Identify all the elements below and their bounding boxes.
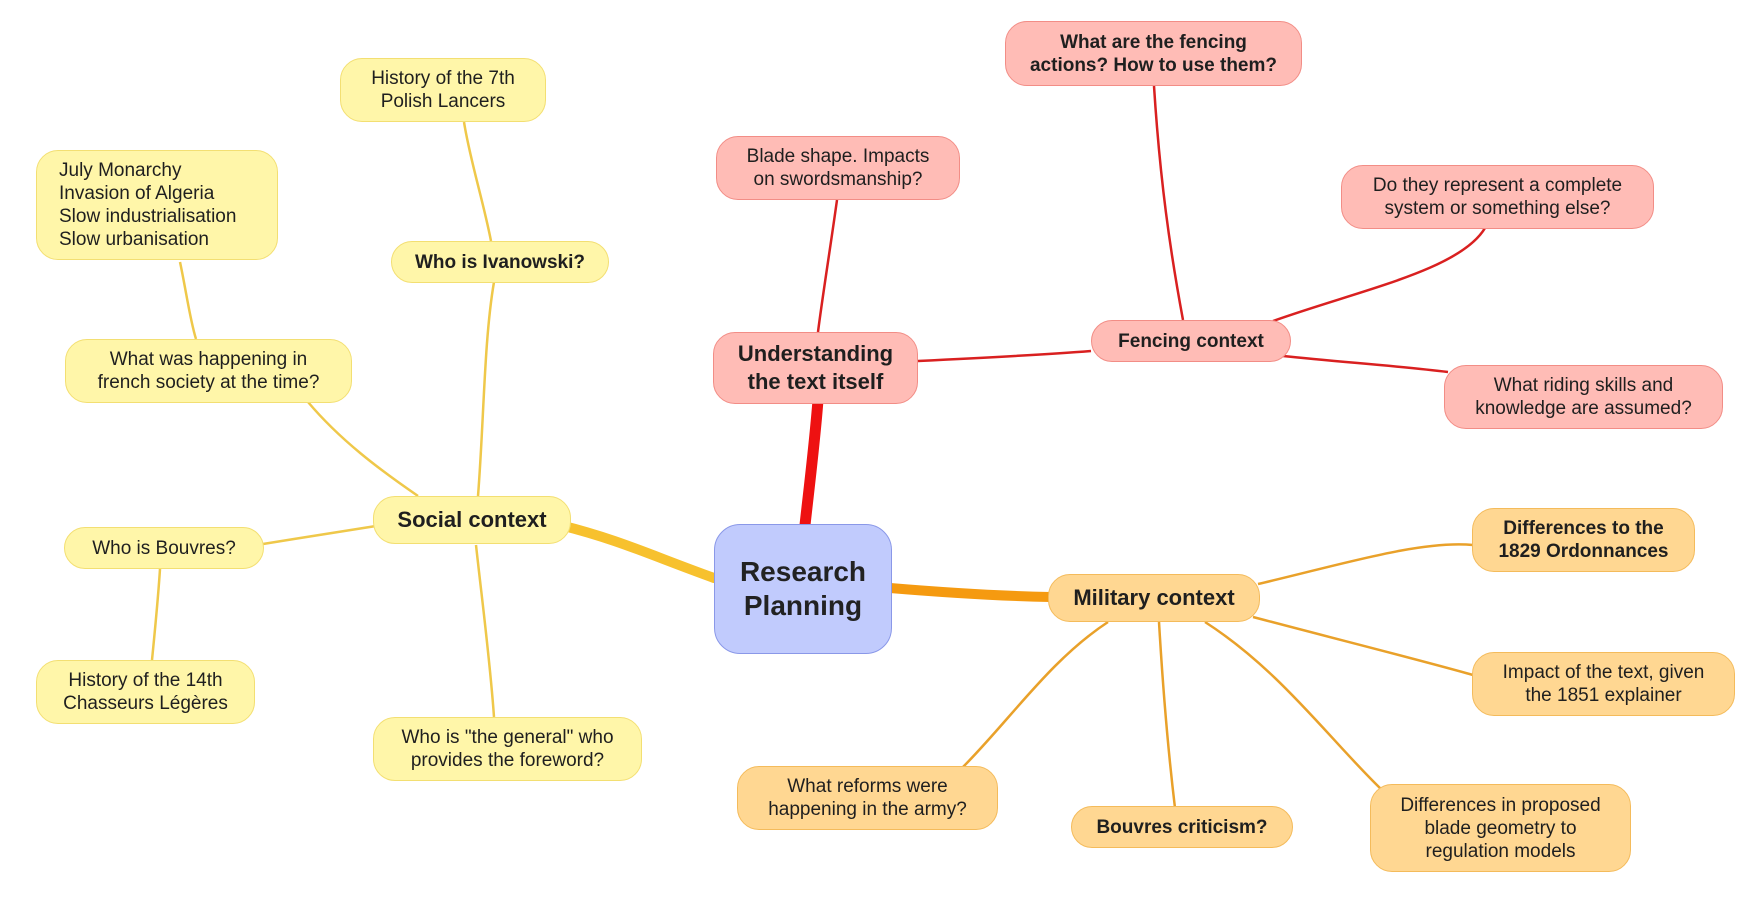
node-riding-skills[interactable]: What riding skills and knowledge are ass… bbox=[1444, 365, 1723, 429]
edge-bouvres-chasseurs bbox=[150, 568, 162, 661]
node-history-chasseurs[interactable]: History of the 14th Chasseurs Légères bbox=[36, 660, 255, 724]
node-1829-ordonnances[interactable]: Differences to the 1829 Ordonnances bbox=[1472, 508, 1695, 572]
node-who-is-ivanowski[interactable]: Who is Ivanowski? bbox=[391, 241, 609, 283]
node-bouvres-criticism[interactable]: Bouvres criticism? bbox=[1071, 806, 1293, 848]
node-complete-system[interactable]: Do they represent a complete system or s… bbox=[1341, 165, 1654, 229]
edge-military-reforms bbox=[961, 620, 1109, 769]
edge-military-criticism bbox=[1157, 621, 1177, 809]
edge-military-ordonnances bbox=[1257, 543, 1474, 586]
edge-social-general bbox=[474, 544, 496, 718]
edge-fencing-system bbox=[1272, 227, 1487, 323]
node-french-society[interactable]: What was happening in french society at … bbox=[65, 339, 352, 403]
edge-text-blade bbox=[816, 199, 839, 333]
topic-military-context[interactable]: Military context bbox=[1048, 574, 1260, 622]
edge-social-french bbox=[307, 401, 419, 498]
node-july-monarchy[interactable]: July Monarchy Invasion of Algeria Slow i… bbox=[36, 150, 278, 260]
node-fencing-actions[interactable]: What are the fencing actions? How to use… bbox=[1005, 21, 1302, 86]
node-blade-shape[interactable]: Blade shape. Impacts on swordsmanship? bbox=[716, 136, 960, 200]
edge-center-military bbox=[885, 583, 1055, 602]
topic-social-context[interactable]: Social context bbox=[373, 496, 571, 544]
edge-military-impact bbox=[1252, 615, 1474, 677]
center-node-research-planning[interactable]: Research Planning bbox=[714, 524, 892, 654]
edge-text-fencing bbox=[917, 349, 1092, 363]
edge-military-geometry bbox=[1204, 620, 1383, 791]
node-history-polish-lancers[interactable]: History of the 7th Polish Lancers bbox=[340, 58, 546, 122]
node-fencing-context[interactable]: Fencing context bbox=[1091, 320, 1291, 362]
edge-french-july bbox=[178, 261, 198, 340]
node-army-reforms[interactable]: What reforms were happening in the army? bbox=[737, 766, 998, 830]
edge-social-bouvres bbox=[262, 524, 377, 546]
edge-center-text bbox=[799, 394, 824, 531]
node-impact-1851-explainer[interactable]: Impact of the text, given the 1851 expla… bbox=[1472, 652, 1735, 716]
edge-fencing-riding bbox=[1282, 354, 1449, 374]
edge-fencing-actions bbox=[1152, 85, 1185, 321]
node-who-is-the-general[interactable]: Who is "the general" who provides the fo… bbox=[373, 717, 642, 781]
edge-ivanowski-lancers bbox=[462, 121, 493, 242]
node-who-is-bouvres[interactable]: Who is Bouvres? bbox=[64, 527, 264, 569]
edge-center-social bbox=[555, 520, 719, 583]
edge-social-ivanowski bbox=[476, 281, 496, 497]
topic-understanding-the-text[interactable]: Understanding the text itself bbox=[713, 332, 918, 404]
node-blade-geometry[interactable]: Differences in proposed blade geometry t… bbox=[1370, 784, 1631, 872]
